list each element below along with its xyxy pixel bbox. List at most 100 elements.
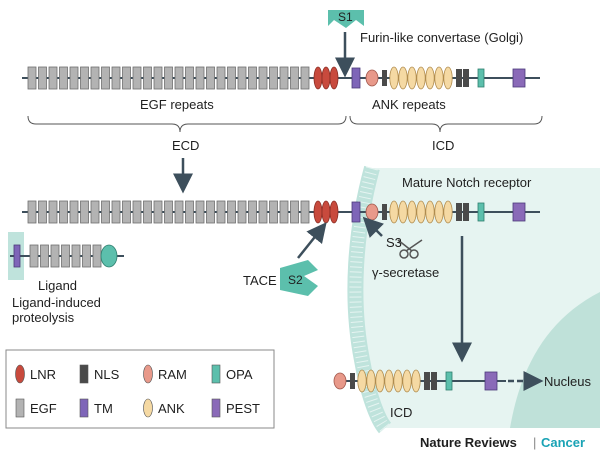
ligand-label: Ligand [38, 278, 77, 293]
tm-domain [351, 67, 361, 89]
egf-repeat [290, 66, 299, 90]
egf-repeat [185, 200, 194, 224]
ank-repeat [389, 66, 399, 90]
nls-domain [463, 203, 469, 221]
egf-repeat [48, 66, 58, 90]
icd-bottom-label: ICD [390, 405, 412, 420]
lnr-domain [329, 200, 339, 224]
egf-repeat [216, 200, 226, 224]
lnr-domain [313, 200, 323, 224]
egf-repeat [290, 200, 299, 224]
ank-repeat [407, 200, 417, 224]
egf-repeat [216, 66, 226, 90]
egf-repeat [258, 66, 268, 90]
egf-repeat [300, 200, 310, 224]
tm-icon [79, 398, 89, 418]
legend-item-ram: RAM [143, 364, 187, 384]
legend-box [5, 349, 275, 429]
egf-repeat [132, 66, 142, 90]
cell-membrane [347, 165, 392, 434]
ank-repeats-label: ANK repeats [372, 97, 446, 112]
s3-label: S3 [386, 235, 402, 250]
egf-repeats-label: EGF repeats [140, 97, 214, 112]
opa-domain [445, 371, 453, 391]
lnr-domain [329, 66, 339, 90]
legend-label-tm: TM [94, 401, 113, 416]
egf-repeat [111, 200, 121, 224]
egf-repeat [206, 66, 215, 90]
ram-domain [365, 69, 379, 87]
ram-domain [333, 372, 347, 390]
pest-domain [512, 68, 526, 88]
nls-domain [424, 372, 430, 390]
egf-repeat [90, 66, 100, 90]
ank-repeat [402, 369, 412, 393]
ank-icon [143, 398, 153, 418]
ank-repeat [443, 200, 453, 224]
egf-repeat [227, 66, 236, 90]
legend-label-egf: EGF [30, 401, 57, 416]
egf-repeat [61, 244, 70, 268]
s2-label: S2 [288, 273, 303, 287]
ank-repeat [434, 200, 444, 224]
ank-repeat [398, 66, 408, 90]
ank-repeat [384, 369, 394, 393]
scissors-icon [397, 239, 423, 259]
egf-repeat [59, 200, 68, 224]
ank-repeat [411, 369, 421, 393]
tm-domain [351, 201, 361, 223]
legend: LNR NLS RAM OPA EGF TM ANK PEST [5, 349, 275, 429]
ank-repeat [434, 66, 444, 90]
s1-label: S1 [338, 10, 353, 24]
ank-repeat [425, 200, 435, 224]
legend-label-ram: RAM [158, 367, 187, 382]
egf-repeat [132, 200, 142, 224]
legend-label-nls: NLS [94, 367, 120, 382]
egf-repeat [153, 66, 163, 90]
pest-domain [512, 202, 526, 222]
legend-item-lnr: LNR [15, 364, 56, 384]
egf-repeat [50, 244, 60, 268]
egf-repeat [38, 66, 47, 90]
egf-repeat [82, 244, 91, 268]
lnr-domain [321, 200, 331, 224]
journal-name: Nature Reviews [420, 435, 517, 450]
nls-domain [431, 372, 437, 390]
egf-repeat [300, 66, 310, 90]
nls-domain [456, 203, 462, 221]
mature-receptor [22, 200, 540, 224]
s1-protease: S1 [328, 10, 364, 28]
egf-repeat [248, 200, 257, 224]
egf-repeat [164, 200, 173, 224]
ank-repeat [398, 200, 408, 224]
ank-repeat [443, 66, 453, 90]
egf-repeat [237, 200, 247, 224]
ecd-label: ECD [172, 138, 199, 153]
egf-repeat [195, 66, 205, 90]
legend-label-opa: OPA [226, 367, 253, 382]
egf-repeat [69, 200, 79, 224]
egf-repeat [71, 244, 81, 268]
egf-repeat [101, 66, 110, 90]
egf-repeat [59, 66, 68, 90]
ram-domain [365, 203, 379, 221]
s2-arrow [297, 222, 327, 259]
ank-repeat [393, 369, 403, 393]
ligand-proteolysis-label-1: Ligand-induced [12, 295, 101, 310]
legend-label-pest: PEST [226, 401, 260, 416]
brand-separator: | [533, 435, 536, 450]
egf-repeat [101, 200, 110, 224]
nls-domain [382, 70, 387, 86]
egf-repeat [80, 200, 89, 224]
egf-repeat [258, 200, 268, 224]
ank-repeat [416, 66, 426, 90]
egf-repeat [195, 200, 205, 224]
legend-item-ank: ANK [143, 398, 185, 418]
egf-repeat [153, 200, 163, 224]
egf-repeat [40, 244, 49, 268]
lnr-domain [313, 66, 323, 90]
egf-repeat [80, 66, 89, 90]
ank-repeat [357, 369, 367, 393]
nls-icon [79, 364, 89, 384]
